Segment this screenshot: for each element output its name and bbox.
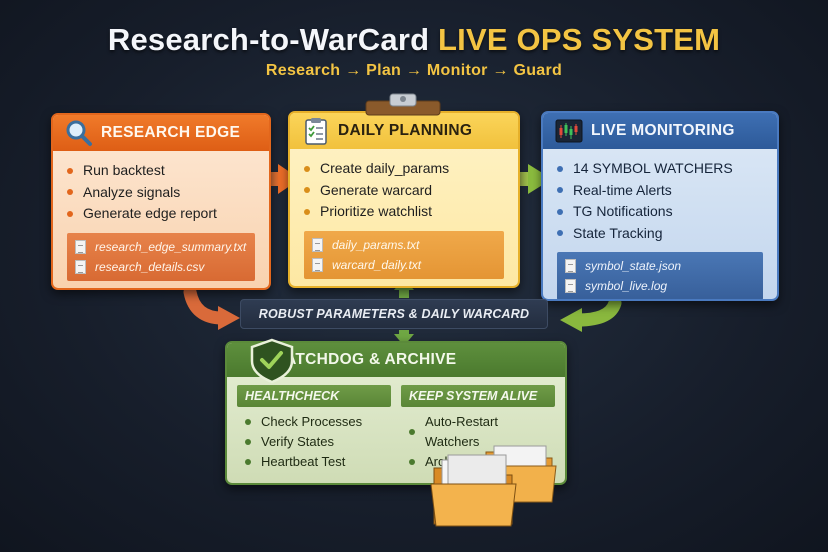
list-item: 14 SYMBOL WATCHERS xyxy=(557,158,763,180)
file-icon xyxy=(75,239,86,254)
magnifier-icon xyxy=(65,119,93,147)
healthcheck-title: HEALTHCHECK xyxy=(237,385,391,407)
daily-planning-card: DAILY PLANNING Create daily_params Gener… xyxy=(288,111,520,288)
list-item: Verify States xyxy=(245,432,391,452)
list-item: Analyze signals xyxy=(67,182,255,204)
research-edge-list: Run backtest Analyze signals Generate ed… xyxy=(67,160,255,225)
clipboard-checklist-icon xyxy=(302,117,330,145)
list-item: Auto-Restart Watchers xyxy=(409,412,555,452)
list-item: Check Processes xyxy=(245,412,391,432)
file-item[interactable]: research_details.csv xyxy=(75,257,247,277)
live-monitoring-title: LIVE MONITORING xyxy=(591,122,735,139)
research-edge-card: RESEARCH EDGE Run backtest Analyze signa… xyxy=(51,113,271,290)
list-item: Generate warcard xyxy=(304,180,504,202)
live-monitoring-header: LIVE MONITORING xyxy=(543,113,777,149)
file-item[interactable]: daily_params.txt xyxy=(312,235,496,255)
healthcheck-column: HEALTHCHECK Check Processes Verify State… xyxy=(237,385,391,472)
list-item: Run backtest xyxy=(67,160,255,182)
file-icon xyxy=(312,237,323,252)
list-item: TG Notifications xyxy=(557,201,763,223)
title-accent: LIVE OPS SYSTEM xyxy=(438,22,721,57)
live-monitoring-card: LIVE MONITORING 14 SYMBOL WATCHERS Real-… xyxy=(541,111,779,301)
keep-alive-column: KEEP SYSTEM ALIVE Auto-Restart Watchers … xyxy=(401,385,555,472)
live-monitoring-files: symbol_state.json symbol_live.log xyxy=(557,252,763,299)
watchdog-archive-card: WATCHDOG & ARCHIVE HEALTHCHECK Check Pro… xyxy=(225,341,567,485)
daily-planning-list: Create daily_params Generate warcard Pri… xyxy=(304,158,504,223)
list-item: State Tracking xyxy=(557,223,763,245)
file-icon xyxy=(312,257,323,272)
file-item[interactable]: symbol_live.log xyxy=(565,276,755,296)
file-icon xyxy=(565,279,576,293)
healthcheck-list: Check Processes Verify States Heartbeat … xyxy=(237,412,391,472)
center-banner: ROBUST PARAMETERS & DAILY WARCARD xyxy=(240,299,548,329)
list-item: Prioritize watchlist xyxy=(304,201,504,223)
page-title: Research-to-WarCard LIVE OPS SYSTEM xyxy=(0,22,828,58)
research-edge-title: RESEARCH EDGE xyxy=(101,124,241,141)
watchdog-archive-title: WATCHDOG & ARCHIVE xyxy=(271,351,457,368)
file-icon xyxy=(565,259,576,273)
file-item[interactable]: research_edge_summary.txt xyxy=(75,237,247,257)
daily-planning-files: daily_params.txt warcard_daily.txt xyxy=(304,230,504,279)
file-icon xyxy=(75,259,86,274)
list-item: Real-time Alerts xyxy=(557,180,763,202)
arrow-research-to-banner xyxy=(183,285,240,330)
candlestick-chart-icon xyxy=(555,117,583,145)
list-item: Archive Old Tests xyxy=(409,452,555,472)
list-item: Generate edge report xyxy=(67,203,255,225)
daily-planning-header: DAILY PLANNING xyxy=(290,113,518,149)
research-edge-header: RESEARCH EDGE xyxy=(53,115,269,151)
arrow-monitoring-to-banner xyxy=(560,296,622,332)
list-item: Create daily_params xyxy=(304,158,504,180)
daily-planning-title: DAILY PLANNING xyxy=(338,122,473,139)
page-subtitle: Research → Plan → Monitor → Guard xyxy=(265,62,563,79)
watchdog-archive-header: WATCHDOG & ARCHIVE xyxy=(227,343,565,377)
list-item: Heartbeat Test xyxy=(245,452,391,472)
keep-alive-title: KEEP SYSTEM ALIVE xyxy=(401,385,555,407)
file-item[interactable]: warcard_daily.txt xyxy=(312,255,496,275)
file-item[interactable]: symbol_state.json xyxy=(565,256,755,276)
live-monitoring-list: 14 SYMBOL WATCHERS Real-time Alerts TG N… xyxy=(557,158,763,244)
research-edge-files: research_edge_summary.txt research_detai… xyxy=(67,232,255,281)
title-main: Research-to-WarCard xyxy=(107,22,430,57)
keep-alive-list: Auto-Restart Watchers Archive Old Tests xyxy=(401,412,555,472)
